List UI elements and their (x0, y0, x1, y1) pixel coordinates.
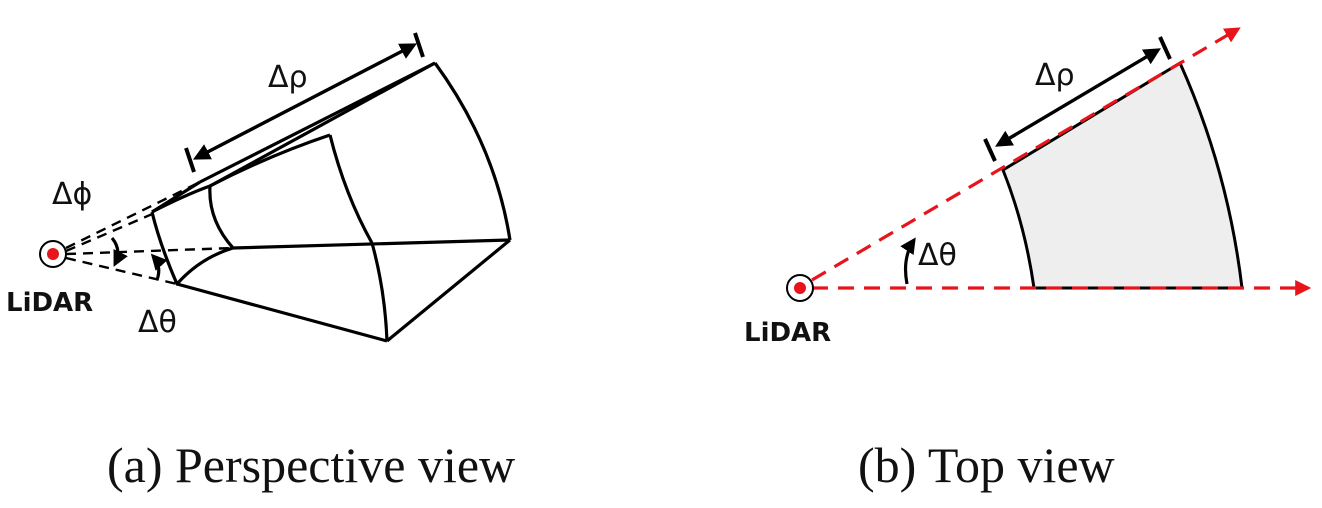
panel-perspective: LiDAR (6, 32, 515, 493)
lidar-label-top: LiDAR (744, 318, 831, 348)
caption-top: (b) Top view (858, 437, 1115, 493)
phi-angle-arc (110, 236, 128, 267)
delta-rho-dimension-top (983, 36, 1172, 162)
sensor-rays (65, 180, 234, 286)
lidar-sensor-icon (39, 240, 67, 268)
theta-angle-arc-top (900, 237, 916, 285)
frustum-cell (150, 61, 512, 343)
ray-upper (811, 27, 1241, 282)
bottom-edge (176, 282, 388, 343)
delta-rho-dimension (184, 32, 425, 173)
far-bottom-edge (385, 238, 512, 343)
panel-top: LiDAR Δθ Δρ (b) Top view (744, 27, 1312, 493)
mid-arc-bottom (370, 242, 389, 342)
delta-theta-label-top: Δθ (918, 238, 957, 273)
lidar-sensor-icon-top (786, 274, 814, 302)
caption-perspective: (a) Perspective view (107, 437, 515, 493)
top-face-edge-right (209, 61, 436, 188)
mid-arc-side (328, 134, 374, 244)
far-arc (433, 62, 512, 241)
delta-phi-label: Δϕ (52, 177, 92, 212)
delta-theta-label: Δθ (138, 305, 177, 340)
delta-rho-label: Δρ (268, 60, 308, 95)
cell-region (1001, 60, 1244, 290)
delta-rho-label-top: Δρ (1035, 58, 1075, 93)
lidar-label: LiDAR (6, 288, 93, 318)
side-edge-middle (232, 238, 511, 250)
theta-angle-arc (150, 253, 168, 281)
